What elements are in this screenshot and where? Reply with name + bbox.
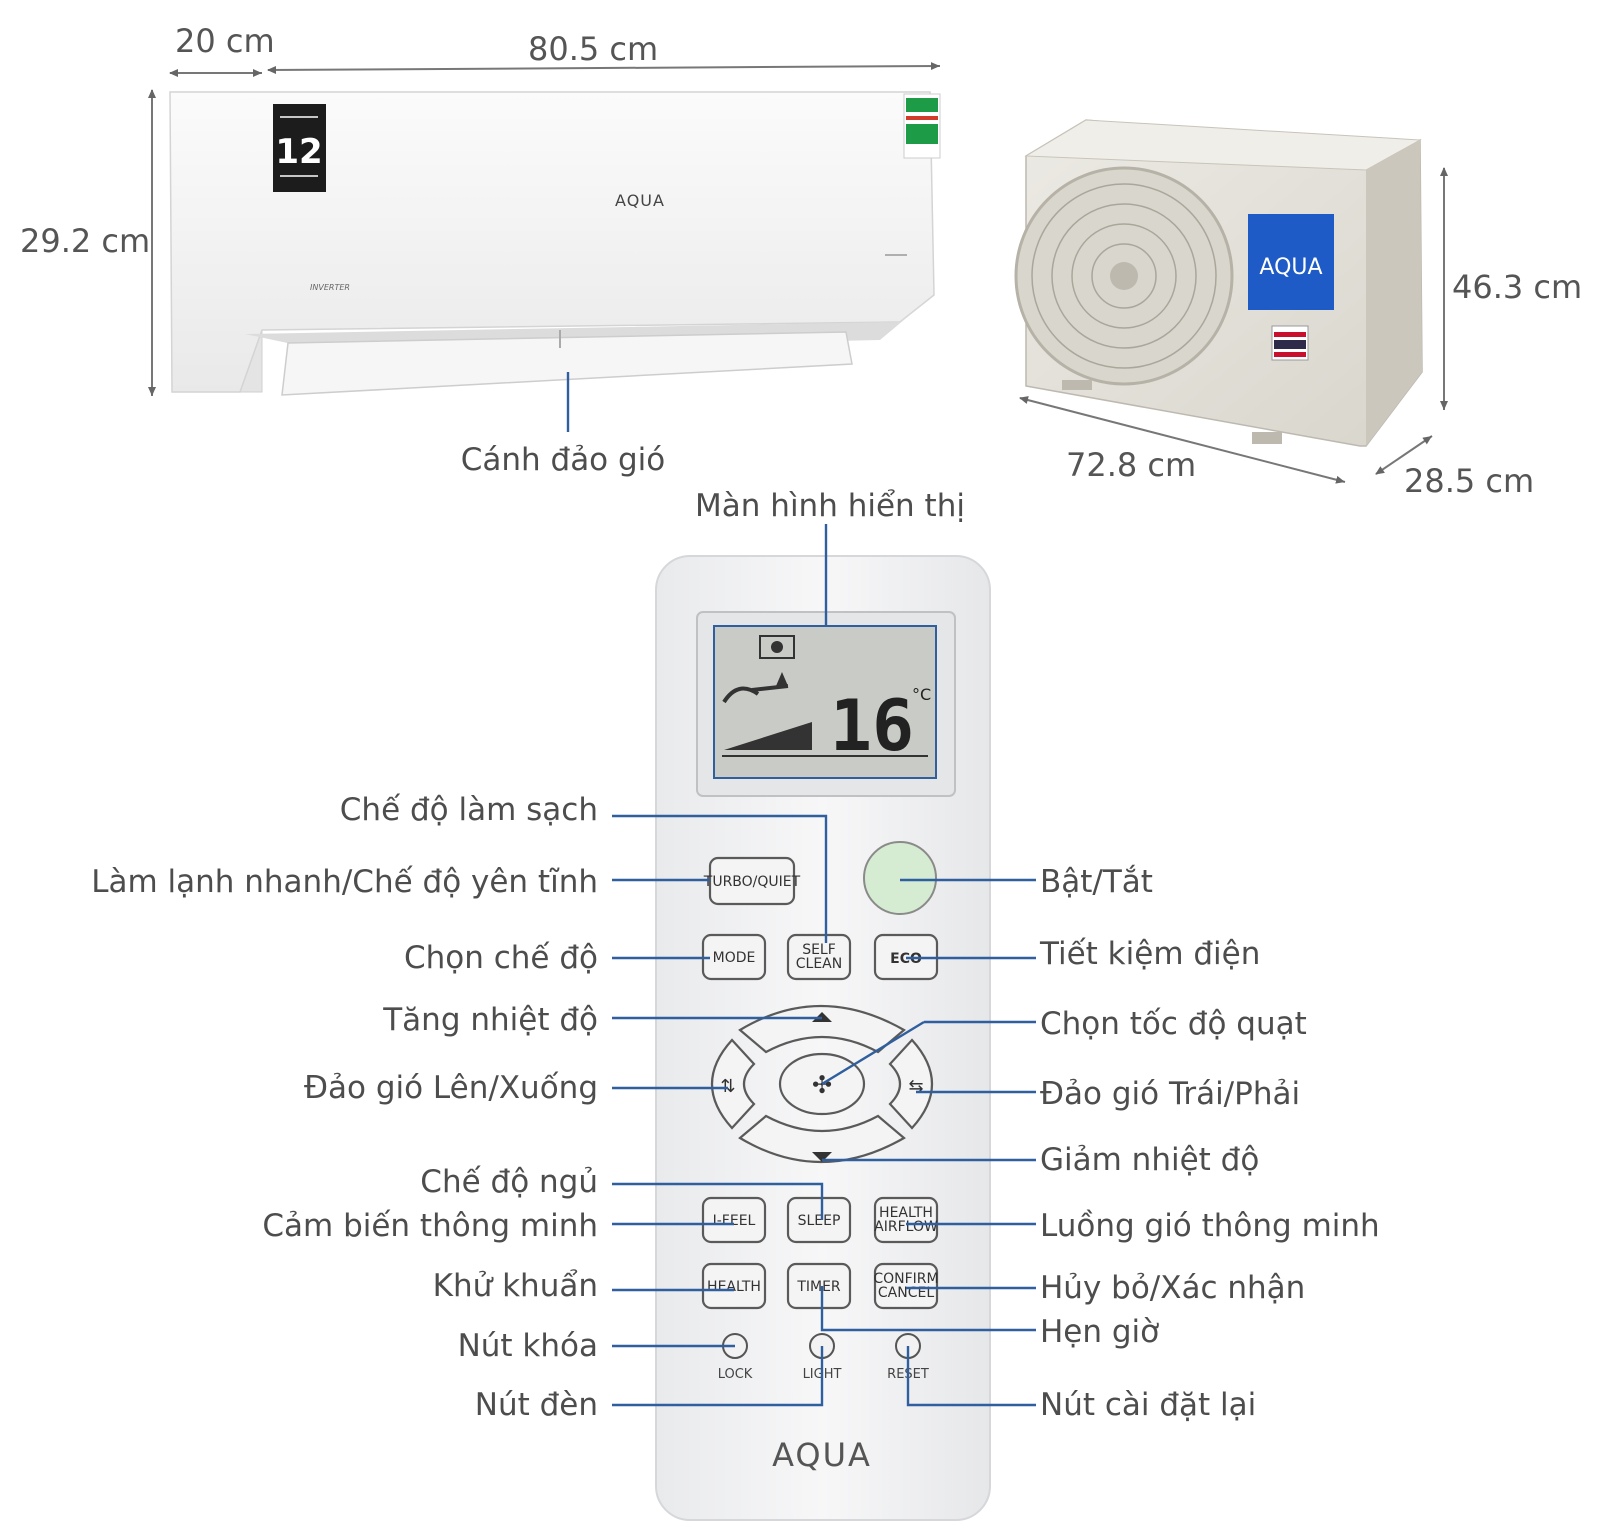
lcd-unit: °C — [912, 685, 931, 704]
down-arrow-icon — [812, 1152, 832, 1162]
timer-button[interactable]: TIMER — [786, 1262, 852, 1310]
louver-label: Cánh đảo gió — [461, 442, 666, 478]
inverter-mark: INVERTER — [310, 283, 350, 292]
callout-eco: Tiết kiệm điện — [1039, 936, 1260, 972]
svg-text:CONFIRM: CONFIRM — [873, 1271, 938, 1287]
callout-airflow: Luồng gió thông minh — [1040, 1208, 1380, 1244]
indoor-width-label: 80.5 cm — [528, 30, 658, 68]
svg-text:CLEAN: CLEAN — [796, 956, 842, 972]
temp-down-button[interactable] — [738, 1114, 906, 1164]
swing-horizontal-icon: ⇆ — [908, 1076, 923, 1097]
lcd-screen — [713, 625, 937, 779]
callout-temp-down: Giảm nhiệt độ — [1040, 1142, 1259, 1178]
indoor-dimensions: 20 cm 80.5 cm 29.2 cm — [20, 22, 941, 396]
indoor-brand-logo: AQUA — [615, 191, 665, 210]
indoor-unit: 12 AQUA INVERTER Cánh đảo gió — [169, 91, 941, 478]
outdoor-brand-logo: AQUA — [1259, 255, 1322, 280]
callout-health: Khử khuẩn — [433, 1268, 598, 1304]
turbo-quiet-button[interactable]: TURBO/QUIET — [703, 856, 801, 906]
outdoor-height-label: 46.3 cm — [1452, 268, 1582, 306]
callout-swing-ud: Đảo gió Lên/Xuống — [304, 1070, 598, 1106]
indoor-depth-label: 20 cm — [175, 22, 275, 60]
svg-text:TURBO/QUIET: TURBO/QUIET — [703, 874, 801, 890]
callout-timer: Hẹn giờ — [1040, 1314, 1159, 1350]
remote-control: 16 °C TURBO/QUIET MODE SELF CLEAN ECO ⇅ — [655, 555, 991, 1521]
louver-blade — [281, 331, 853, 396]
callout-light: Nút đèn — [475, 1387, 598, 1423]
swing-up-down-button[interactable] — [711, 1038, 756, 1130]
svg-text:SELF: SELF — [802, 942, 836, 958]
outdoor-unit: AQUA — [1014, 119, 1423, 447]
outdoor-width-arrow — [1019, 396, 1346, 484]
svg-text:TIMER: TIMER — [796, 1279, 841, 1295]
svg-text:HEALTH: HEALTH — [707, 1279, 761, 1295]
width-arrow — [267, 62, 941, 74]
swing-vertical-icon: ⇅ — [720, 1076, 735, 1097]
callout-reset: Nút cài đặt lại — [1040, 1387, 1256, 1423]
health-airflow-button[interactable]: HEALTH AIRFLOW — [873, 1196, 939, 1244]
callout-confirm: Hủy bỏ/Xác nhận — [1040, 1270, 1305, 1306]
self-clean-button[interactable]: SELF CLEAN — [786, 933, 852, 981]
callout-mode: Chọn chế độ — [404, 940, 598, 976]
outdoor-width-label: 72.8 cm — [1066, 446, 1196, 484]
svg-text:AIRFLOW: AIRFLOW — [874, 1219, 938, 1235]
callout-fan-speed: Chọn tốc độ quạt — [1040, 1006, 1307, 1042]
mode-button[interactable]: MODE — [701, 933, 767, 981]
svg-text:HEALTH: HEALTH — [879, 1205, 933, 1221]
power-button[interactable] — [863, 841, 937, 915]
callout-lock: Nút khóa — [458, 1328, 598, 1364]
callout-power: Bật/Tắt — [1040, 864, 1153, 900]
svg-text:MODE: MODE — [713, 950, 756, 966]
callout-temp-up: Tăng nhiệt độ — [382, 1002, 598, 1038]
outdoor-dimensions: 46.3 cm 72.8 cm 28.5 cm — [1019, 167, 1582, 500]
ifeel-button[interactable]: I-FEEL — [701, 1196, 767, 1244]
fan-icon: ✣ — [812, 1071, 832, 1099]
outdoor-depth-arrow — [1375, 435, 1433, 475]
svg-text:SLEEP: SLEEP — [798, 1213, 841, 1229]
callout-labels: Màn hình hiển thị Chế độ làm sạch Làm lạ… — [91, 488, 1380, 1423]
indoor-height-label: 29.2 cm — [20, 222, 150, 260]
warranty-badge — [273, 104, 326, 192]
outdoor-depth-label: 28.5 cm — [1404, 462, 1534, 500]
sleep-button[interactable]: SLEEP — [786, 1196, 852, 1244]
callout-swing-lr: Đảo gió Trái/Phải — [1040, 1076, 1300, 1112]
health-button[interactable]: HEALTH — [701, 1262, 767, 1310]
callout-lines — [612, 524, 1036, 1407]
swing-left-right-button[interactable] — [888, 1038, 933, 1130]
warranty-number: 12 — [275, 132, 322, 172]
callout-sleep: Chế độ ngủ — [420, 1164, 598, 1200]
svg-text:I-FEEL: I-FEEL — [713, 1213, 756, 1229]
outdoor-brand-badge — [1248, 214, 1334, 310]
lcd-temperature: 16 — [830, 685, 914, 767]
callout-turbo-quiet: Làm lạnh nhanh/Chế độ yên tĩnh — [91, 864, 598, 900]
callout-display: Màn hình hiển thị — [695, 488, 965, 524]
callout-ifeel: Cảm biến thông minh — [262, 1208, 598, 1244]
remote-brand-logo: AQUA — [772, 1436, 872, 1474]
lock-button-label: LOCK — [718, 1367, 753, 1382]
callout-self-clean: Chế độ làm sạch — [340, 792, 598, 828]
confirm-cancel-button[interactable]: CONFIRM CANCEL — [873, 1262, 939, 1310]
